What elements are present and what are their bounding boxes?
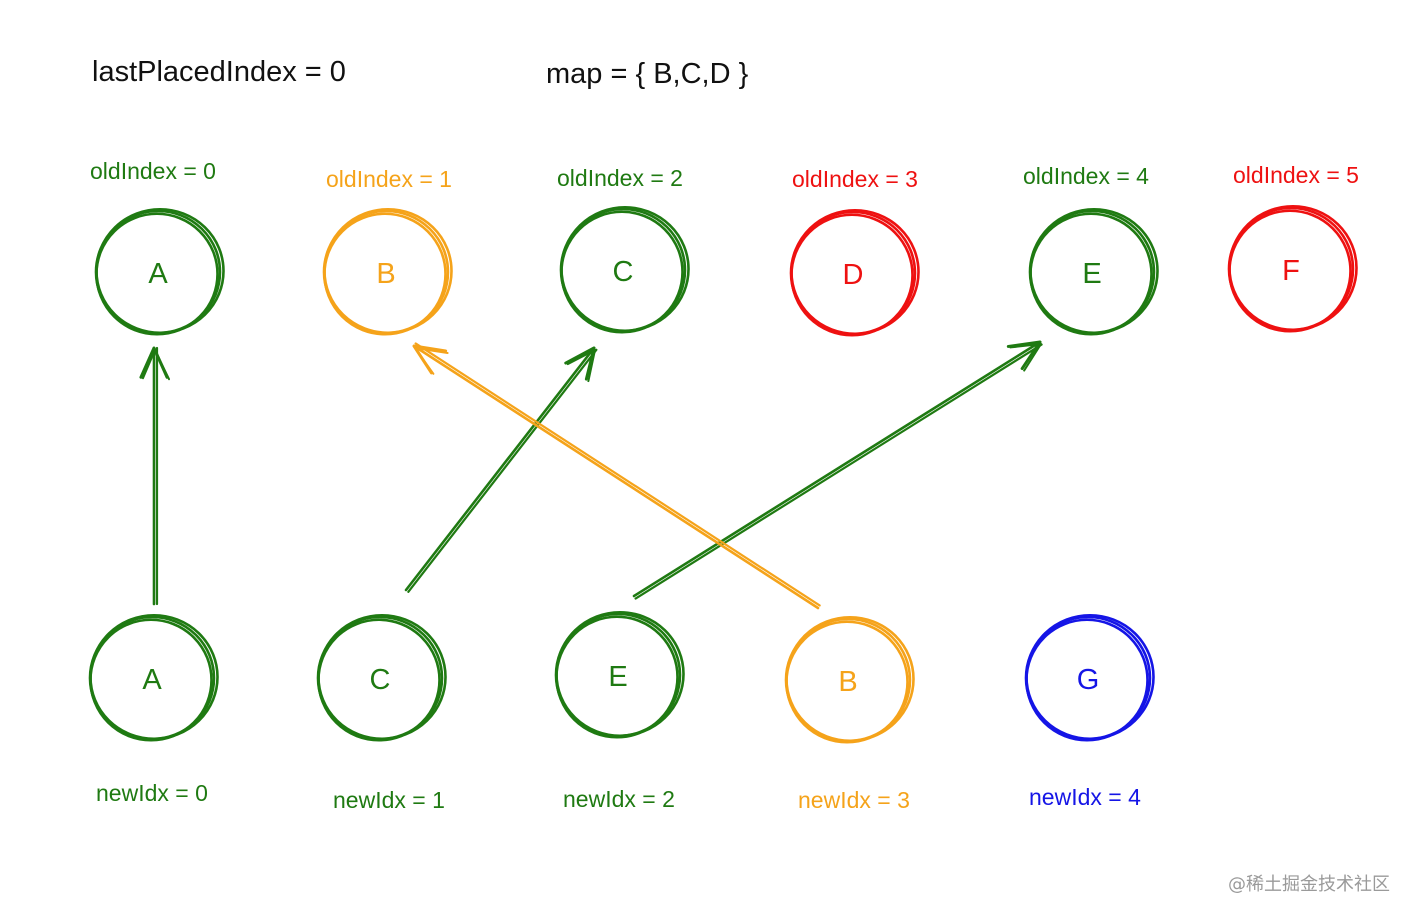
new-index-label: newIdx = 4 bbox=[1029, 784, 1141, 810]
new-node-letter: C bbox=[370, 664, 391, 696]
old-node-f: F bbox=[1227, 204, 1358, 333]
old-index-label: oldIndex = 2 bbox=[557, 165, 683, 191]
old-index-label: oldIndex = 1 bbox=[326, 166, 452, 192]
new-node-g: G bbox=[1024, 613, 1155, 742]
old-node-letter: D bbox=[843, 259, 864, 291]
new-node-letter: E bbox=[608, 661, 627, 693]
old-index-label: oldIndex = 3 bbox=[792, 166, 918, 192]
new-index-label: newIdx = 0 bbox=[96, 780, 208, 806]
last-placed-index-label: lastPlacedIndex = 0 bbox=[92, 56, 346, 88]
old-node-letter: B bbox=[376, 258, 395, 290]
new-node-c: C bbox=[316, 613, 447, 742]
old-node-c: C bbox=[559, 205, 690, 334]
old-node-b: B bbox=[322, 207, 453, 336]
new-node-letter: G bbox=[1077, 664, 1100, 696]
new-node-letter: A bbox=[142, 664, 162, 696]
new-node-a: A bbox=[88, 613, 219, 742]
old-node-d: D bbox=[789, 208, 920, 337]
old-node-letter: A bbox=[148, 258, 168, 290]
old-index-label: oldIndex = 4 bbox=[1023, 163, 1149, 189]
old-node-letter: F bbox=[1282, 255, 1300, 287]
new-node-b: B bbox=[784, 615, 915, 744]
edge-e bbox=[632, 340, 1043, 600]
new-node-e: E bbox=[554, 610, 685, 739]
new-index-label: newIdx = 2 bbox=[563, 786, 675, 812]
watermark: @稀土掘金技术社区 bbox=[1228, 874, 1390, 895]
old-node-letter: C bbox=[613, 256, 634, 288]
new-node-letter: B bbox=[838, 666, 857, 698]
old-node-e: E bbox=[1028, 207, 1159, 336]
map-label: map = { B,C,D } bbox=[546, 58, 749, 90]
old-index-label: oldIndex = 5 bbox=[1233, 162, 1359, 188]
new-index-label: newIdx = 1 bbox=[333, 787, 445, 813]
new-index-label: newIdx = 3 bbox=[798, 787, 910, 813]
old-node-letter: E bbox=[1082, 258, 1101, 290]
old-node-a: A bbox=[94, 207, 225, 336]
old-index-label: oldIndex = 0 bbox=[90, 158, 216, 184]
edge-a bbox=[139, 346, 171, 606]
edge-c bbox=[404, 346, 598, 593]
edge-b bbox=[412, 342, 821, 610]
